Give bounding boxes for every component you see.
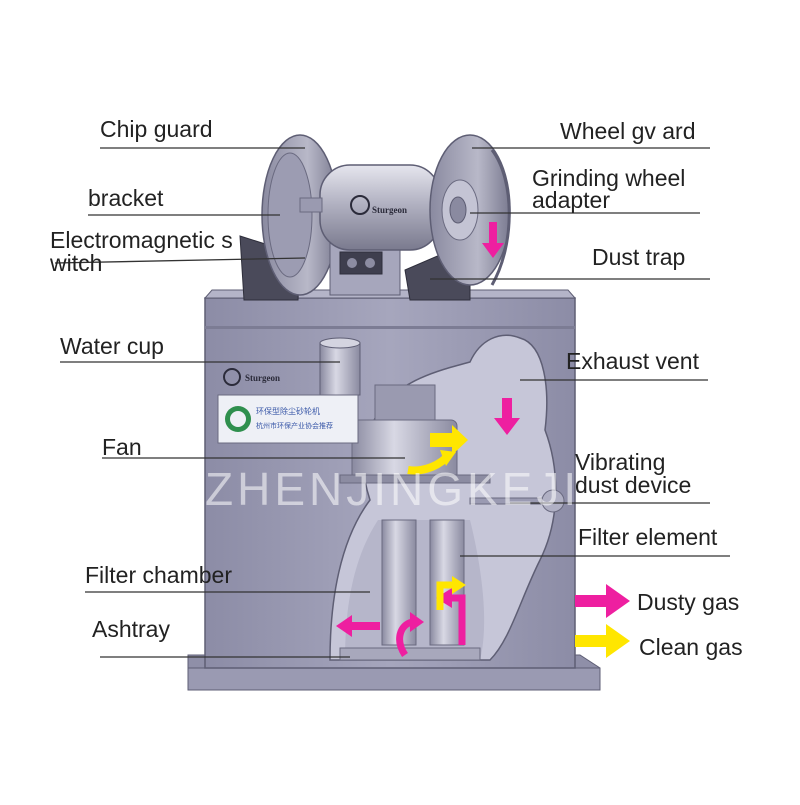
label-filter-element: Filter element xyxy=(578,524,718,550)
label-dust-trap: Dust trap xyxy=(592,244,686,270)
flow-arrows xyxy=(336,222,520,657)
dusty-arrow-up xyxy=(448,594,466,645)
cabinet-brand-text: Sturgeon xyxy=(245,373,280,383)
clean-arrow-filter xyxy=(436,581,455,610)
clean-arrow-fan-top xyxy=(430,425,468,455)
label-wheel-guard: Wheel gv ard xyxy=(560,118,696,144)
label-filter-chamber: Filter chamber xyxy=(85,562,232,588)
legend-arrows xyxy=(575,584,630,658)
watermark: ZHENJINGKEJI xyxy=(205,463,581,515)
label-bracket: bracket xyxy=(88,185,164,211)
label-exhaust-vent: Exhaust vent xyxy=(566,348,699,374)
legend-dusty-gas: Dusty gas xyxy=(637,589,740,615)
cabinet-brand: Sturgeon xyxy=(223,368,280,386)
label-grinding-wheel-adapter-1: Grinding wheel xyxy=(532,165,686,191)
legend-dusty-arrow xyxy=(575,584,630,618)
clean-arrow-fan-curve xyxy=(407,454,449,475)
legend-clean-arrow xyxy=(575,624,630,658)
water-cup xyxy=(319,337,361,396)
cutaway-interior xyxy=(329,334,565,661)
label-vibrating-dust-device-1: Vibrating xyxy=(575,449,666,475)
grinder-assembly: Sturgeon xyxy=(239,134,511,301)
label-chip-guard: Chip guard xyxy=(100,116,213,142)
label-electromagnetic-switch-2: witch xyxy=(50,250,103,276)
label-electromagnetic-switch-1: Electromagnetic s xyxy=(50,227,233,253)
motor-brand-text: Sturgeon xyxy=(372,205,407,215)
dusty-arrow-curve xyxy=(396,618,414,657)
label-grinding-wheel-adapter-2: adapter xyxy=(532,187,611,213)
label-water-cup: Water cup xyxy=(60,333,164,359)
legend-clean-gas: Clean gas xyxy=(639,634,743,660)
label-ashtray: Ashtray xyxy=(92,616,170,642)
dusty-arrow-exhaust xyxy=(494,398,520,435)
label-fan: Fan xyxy=(102,434,142,460)
dusty-arrow-guard xyxy=(482,222,504,258)
leader-lines xyxy=(54,147,730,658)
plate-line1: 环保型除尘砂轮机 xyxy=(256,406,320,416)
name-plate: 环保型除尘砂轮机 杭州市环保产业协会推荐 xyxy=(217,394,359,444)
plate-line2: 杭州市环保产业协会推荐 xyxy=(256,421,333,430)
label-vibrating-dust-device-2: dust device xyxy=(575,472,692,498)
dusty-arrow-bottom-left xyxy=(336,615,380,637)
